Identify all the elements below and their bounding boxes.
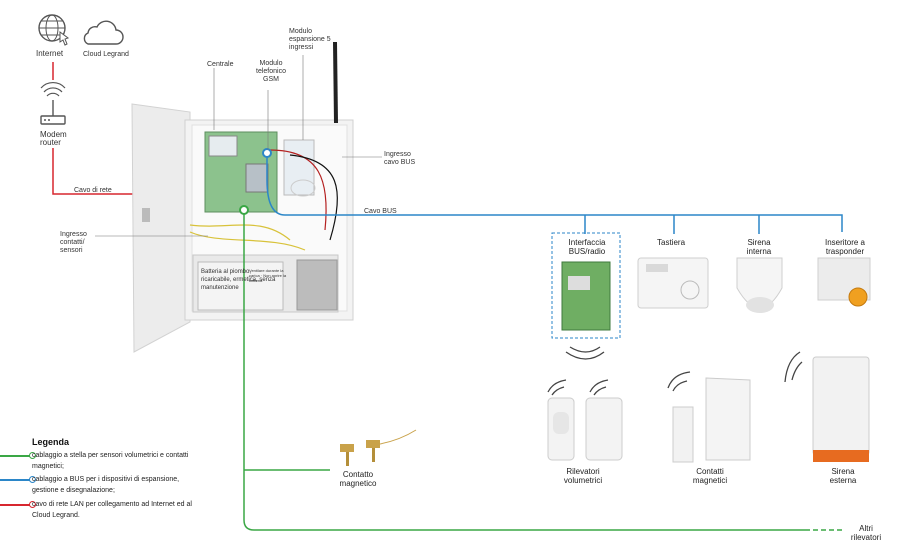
battery-label: Batteria al piombo, ricaricabile, ermeti… bbox=[201, 269, 276, 291]
internet-label: Internet bbox=[36, 49, 64, 58]
router-label: Modem router bbox=[40, 130, 67, 147]
control-panel bbox=[131, 41, 354, 353]
indoor-siren-label: Sirena interna bbox=[746, 238, 772, 256]
gsm-module-label: Modulo telefonico GSM bbox=[256, 60, 286, 83]
cloud-label: Cloud Legrand bbox=[83, 51, 129, 58]
expansion-module-label: Modulo espansione 5 ingressi bbox=[289, 28, 331, 51]
legend-red-swatch bbox=[0, 504, 32, 506]
control-unit-label: Centrale bbox=[207, 61, 234, 68]
contacts-input-label: Ingresso contatti/ sensori bbox=[60, 231, 87, 254]
network-cable-label: Cavo di rete bbox=[74, 187, 112, 194]
magnetic-contact-icon bbox=[340, 429, 417, 466]
legend-blue-swatch bbox=[0, 479, 32, 481]
other-sensors-label: Altri rilevatori bbox=[850, 524, 882, 542]
legend-blue-dot bbox=[29, 476, 36, 483]
router-icon bbox=[40, 82, 66, 125]
volumetric-sensors-label: Rilevatori volumetrici bbox=[563, 467, 603, 485]
bus-cable-label: Cavo BUS bbox=[364, 208, 397, 215]
transponder-label: Inseritore a trasponder bbox=[824, 238, 866, 256]
keypad-label: Tastiera bbox=[657, 238, 686, 247]
battery-warnings: Ventilare durante la carica · Non aprire… bbox=[249, 268, 287, 283]
outdoor-siren-label: Sirena esterna bbox=[829, 467, 857, 485]
legend-title: Legenda bbox=[32, 437, 70, 447]
legend-item-star: cablaggio a stella per sensori volumetri… bbox=[32, 452, 189, 470]
magnetic-contacts-label: Contatti magnetici bbox=[692, 467, 728, 485]
legend-item-lan: cavo di rete LAN per collegamento ad Int… bbox=[32, 501, 192, 519]
globe-icon bbox=[38, 14, 70, 46]
magnetic-contact-label: Contatto magnetico bbox=[339, 470, 377, 488]
legend-green-swatch bbox=[0, 455, 32, 457]
legend-item-bus: cablaggio a BUS per i dispositivi di esp… bbox=[32, 476, 180, 494]
legend-green-dot bbox=[29, 452, 36, 459]
bus-radio-interface-label: Interfaccia BUS/radio bbox=[568, 238, 606, 256]
legend-red-dot bbox=[29, 501, 36, 508]
bus-input-label: Ingresso cavo BUS bbox=[384, 151, 416, 166]
cloud-icon bbox=[83, 20, 124, 45]
